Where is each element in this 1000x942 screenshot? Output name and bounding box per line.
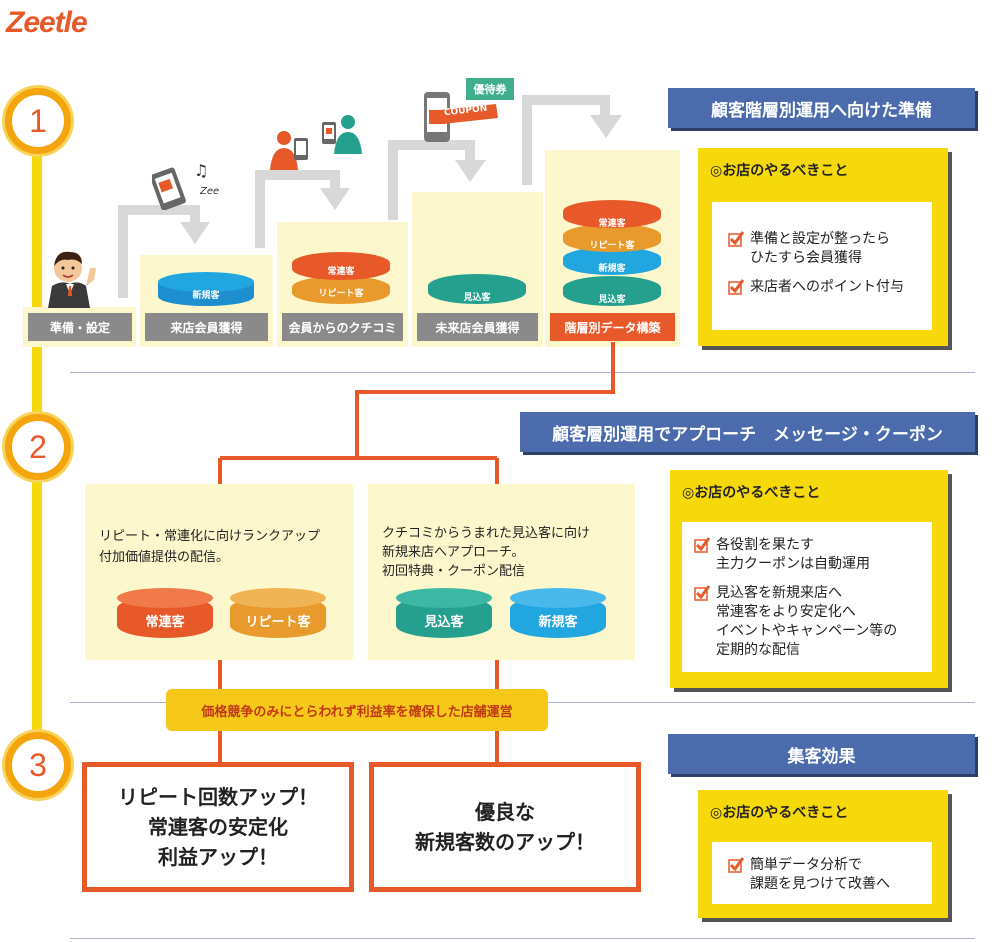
disk-label: 常連客 [598, 219, 626, 229]
disk-repeat [292, 276, 390, 304]
section3-separator [70, 938, 975, 939]
right-panel-text: クチコミからうまれた見込客に向け 新規来店へアプローチ。 初回特典・クーポン配信 [382, 526, 591, 579]
disk-prospect [563, 276, 661, 306]
staff-mascot-icon [48, 251, 96, 308]
checkmark-icon [694, 537, 710, 553]
disk-label: 常連客 [327, 267, 355, 277]
checkmark-icon [728, 231, 744, 247]
checkmark-icon [728, 857, 744, 873]
disk-label: リピート客 [589, 241, 635, 251]
smartphone-icon: ♫ [152, 164, 208, 210]
step-label-1: 準備・設定 [28, 313, 132, 341]
people-sharing-icon [270, 115, 362, 170]
disk-label: 見込客 [598, 295, 626, 305]
disk-label: 常連客 [145, 615, 185, 630]
section3-todo-item: 簡単データ分析で 課題を見つけて改善へ [728, 856, 922, 894]
section3-header: 集客効果 [668, 734, 975, 774]
coupon-phone-icon [424, 92, 498, 142]
disk-prospect [428, 274, 526, 304]
disk-top [230, 588, 326, 608]
section2-todo-box: ◎お店のやるべきこと 各役割を果たす 主力クーポンは自動運用 見込客を新規来店へ… [670, 470, 948, 688]
section2-todo-title: ◎お店のやるべきこと [682, 485, 821, 501]
section1-todo-item: 準備と設定が整ったら ひたすら会員獲得 [728, 230, 922, 268]
section1-header: 顧客階層別運用へ向けた準備 [668, 88, 975, 128]
step-label-3: 会員からのクチコミ [282, 313, 403, 341]
zeetle-logo: Zeetle [6, 6, 88, 39]
section2-todo-item: 各役割を果たす 主力クーポンは自動運用 [694, 536, 922, 574]
disk-new-customer [158, 272, 254, 306]
section1-todo-item: 来店者へのポイント付与 [728, 278, 922, 297]
music-note-text: Zee [200, 186, 220, 197]
stage-1-circle: 1 [5, 88, 71, 154]
step-arrows [118, 95, 622, 298]
result-left: リピート回数アップ！ 常連客の安定化 利益アップ！ [82, 762, 354, 892]
checkmark-icon [728, 279, 744, 295]
disk-top [117, 588, 213, 608]
disk-label: 見込客 [424, 615, 464, 630]
section3-todo-title: ◎お店のやるべきこと [710, 805, 849, 821]
step-label-4: 未来店会員獲得 [417, 313, 538, 341]
disk-top [396, 588, 492, 608]
disk-repeat [563, 224, 661, 252]
result-right: 優良な 新規客数のアップ！ [369, 762, 641, 892]
section2-header: 顧客層別運用でアプローチ メッセージ・クーポン [520, 412, 975, 452]
left-panel-text: リピート・常連化に向けランクアップ 付加価値提供の配信。 [99, 529, 321, 565]
disk-label: リピート客 [245, 615, 311, 630]
stage-2-circle: 2 [5, 414, 71, 480]
disk-regular [563, 200, 661, 228]
disk-label: 新規客 [538, 615, 578, 630]
stage-3-circle: 3 [5, 732, 71, 798]
voucher-tag: 優待券 [466, 78, 514, 100]
disk-label: リピート客 [318, 289, 364, 299]
disk-label: 新規客 [192, 291, 220, 301]
disk-label: 見込客 [463, 293, 491, 303]
svg-text:♫: ♫ [194, 164, 208, 180]
disk-top [510, 588, 606, 608]
section1-todo-title: ◎お店のやるべきこと [710, 163, 849, 179]
step-label-5: 階層別データ構築 [550, 313, 675, 341]
disk-regular [292, 252, 390, 280]
checkmark-icon [694, 585, 710, 601]
disk-label: 新規客 [598, 264, 626, 274]
section1-separator [70, 372, 975, 373]
section3-todo-box: ◎お店のやるべきこと 簡単データ分析で 課題を見つけて改善へ [698, 790, 948, 918]
step-label-2: 来店会員獲得 [145, 313, 268, 341]
section1-todo-box: ◎お店のやるべきこと 準備と設定が整ったら ひたすら会員獲得 来店者へのポイント… [698, 148, 948, 346]
profit-banner: 価格競争のみにとらわれず利益率を確保した店舗運営 [166, 689, 548, 731]
section2-todo-item: 見込客を新規来店へ 常連客をより安定化へ イベントやキャンペーン等の 定期的な配… [694, 584, 922, 660]
